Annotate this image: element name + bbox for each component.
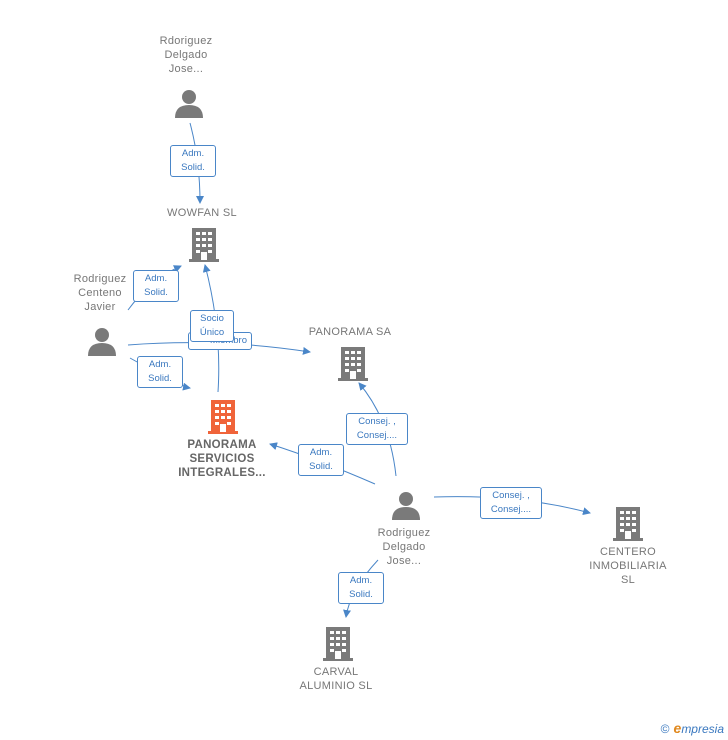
person-icon[interactable] — [173, 88, 205, 118]
node-label-carval: CARVAL ALUMINIO SL — [299, 666, 373, 692]
node-label-rodriguez-delgado: Rodriguez Delgado Jose... — [377, 527, 431, 567]
person-icon[interactable] — [390, 490, 422, 520]
brand-logo: ©empresia — [661, 720, 724, 736]
building-icon[interactable] — [322, 625, 354, 661]
node-label-panorama-sa: PANORAMA SA — [308, 326, 392, 338]
node-label-centeno: Rodriguez Centeno Javier — [73, 273, 127, 313]
node-label-wowfan: WOWFAN SL — [167, 207, 237, 219]
node-label-centero: CENTERO INMOBILIARIA SL — [589, 546, 667, 586]
person-icon[interactable] — [86, 326, 118, 356]
node-label-rdoriguez: Rdoriguez Delgado Jose... — [159, 35, 213, 75]
relation-label[interactable]: Adm. Solid. — [137, 356, 183, 388]
relation-label[interactable]: Adm. Solid. — [133, 270, 179, 302]
brand-initial: e — [673, 720, 682, 736]
copyright-symbol: © — [660, 722, 670, 736]
relation-label[interactable]: Adm. Solid. — [338, 572, 384, 604]
brand-name: mpresia — [681, 722, 724, 736]
building-icon[interactable] — [207, 398, 239, 434]
building-icon[interactable] — [188, 226, 220, 262]
relation-label[interactable]: Adm. Solid. — [170, 145, 216, 177]
relation-label[interactable]: Adm. Solid. — [298, 444, 344, 476]
relation-label[interactable]: Consej. , Consej.... — [480, 487, 542, 519]
building-icon[interactable] — [337, 345, 369, 381]
node-label-panorama-servicios: PANORAMA SERVICIOS INTEGRALES... — [178, 439, 266, 479]
relation-label[interactable]: Socio Único — [190, 310, 234, 342]
building-icon[interactable] — [612, 505, 644, 541]
relation-label[interactable]: Consej. , Consej.... — [346, 413, 408, 445]
